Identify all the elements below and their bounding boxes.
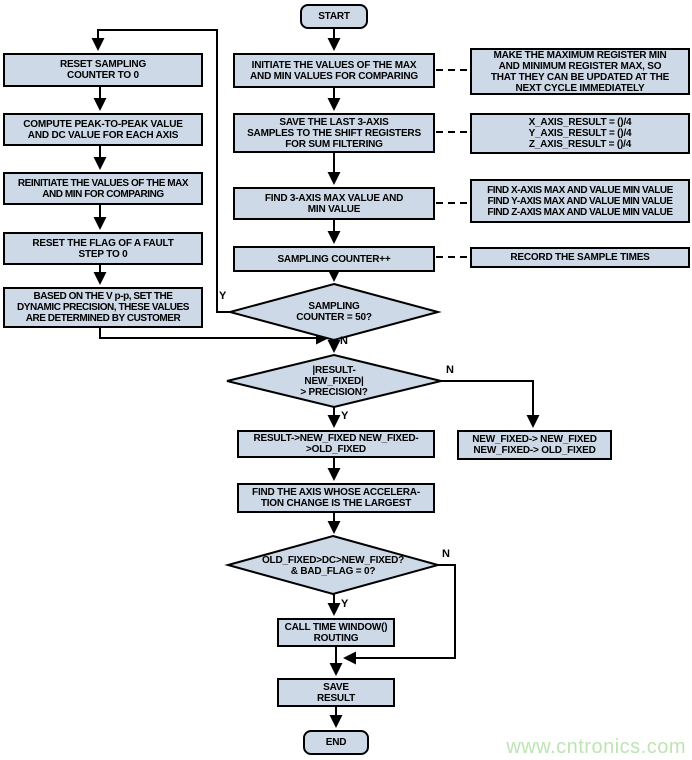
- node-axis-result: X_AXIS_RESULT = ()/4 Y_AXIS_RESULT = ()/…: [470, 113, 690, 154]
- branch-label-d3-no: N: [442, 548, 450, 560]
- branch-label-d3-yes: Y: [341, 598, 349, 610]
- branch-label-d1-no: N: [340, 335, 348, 347]
- decision-old-fixed-label: OLD_FIXED>DC>NEW_FIXED? & BAD_FLAG = 0?: [261, 554, 405, 577]
- node-find-max-min: FIND 3-AXIS MAX VALUE AND MIN VALUE: [233, 187, 435, 220]
- node-find-xyz-max-min: FIND X-AXIS MAX AND VALUE MIN VALUE FIND…: [470, 179, 690, 223]
- decision-old-fixed-shape: [224, 534, 442, 596]
- node-record-times: RECORD THE SAMPLE TIMES: [470, 247, 690, 268]
- node-save-shift: SAVE THE LAST 3-AXIS SAMPLES TO THE SHIF…: [233, 113, 435, 153]
- node-reinitiate: REINITIATE THE VALUES OF THE MAX AND MIN…: [3, 172, 203, 205]
- decision-sampling-counter-shape: [226, 282, 442, 342]
- node-end: END: [303, 730, 369, 755]
- node-result-to-fixed: RESULT->NEW_FIXED NEW_FIXED- >OLD_FIXED: [237, 430, 435, 458]
- node-reset-counter: RESET SAMPLING COUNTER TO 0: [3, 53, 203, 87]
- node-call-time-window: CALL TIME WINDOW() ROUTING: [277, 618, 395, 647]
- node-init-compare: INITIATE THE VALUES OF THE MAX AND MIN V…: [233, 53, 435, 88]
- node-new-fixed-swap: NEW_FIXED-> NEW_FIXED NEW_FIXED-> OLD_FI…: [457, 430, 612, 460]
- node-dynamic-precision: BASED ON THE V p-p, SET THE DYNAMIC PREC…: [3, 287, 203, 328]
- decision-precision-label: |RESULT- NEW_FIXED| > PRECISION?: [300, 365, 368, 398]
- decision-sampling-counter-label: SAMPLING COUNTER = 50?: [296, 301, 372, 323]
- node-compute-peak: COMPUTE PEAK-TO-PEAK VALUE AND DC VALUE …: [3, 113, 203, 146]
- branch-label-d2-no: N: [446, 364, 454, 376]
- decision-precision-shape: [226, 353, 442, 409]
- branch-label-d1-yes: Y: [219, 290, 227, 302]
- node-counter-inc: SAMPLING COUNTER++: [233, 246, 435, 272]
- branch-label-d2-yes: Y: [341, 410, 349, 422]
- node-save-result: SAVE RESULT: [277, 678, 395, 707]
- node-reset-flag: RESET THE FLAG OF A FAULT STEP TO 0: [3, 232, 203, 265]
- node-find-axis: FIND THE AXIS WHOSE ACCELERA- TION CHANG…: [237, 483, 435, 513]
- node-start: START: [300, 4, 368, 29]
- node-note-register-swap: MAKE THE MAXIMUM REGISTER MIN AND MINIMU…: [470, 48, 690, 95]
- watermark-text: www.cntronics.com: [506, 736, 686, 758]
